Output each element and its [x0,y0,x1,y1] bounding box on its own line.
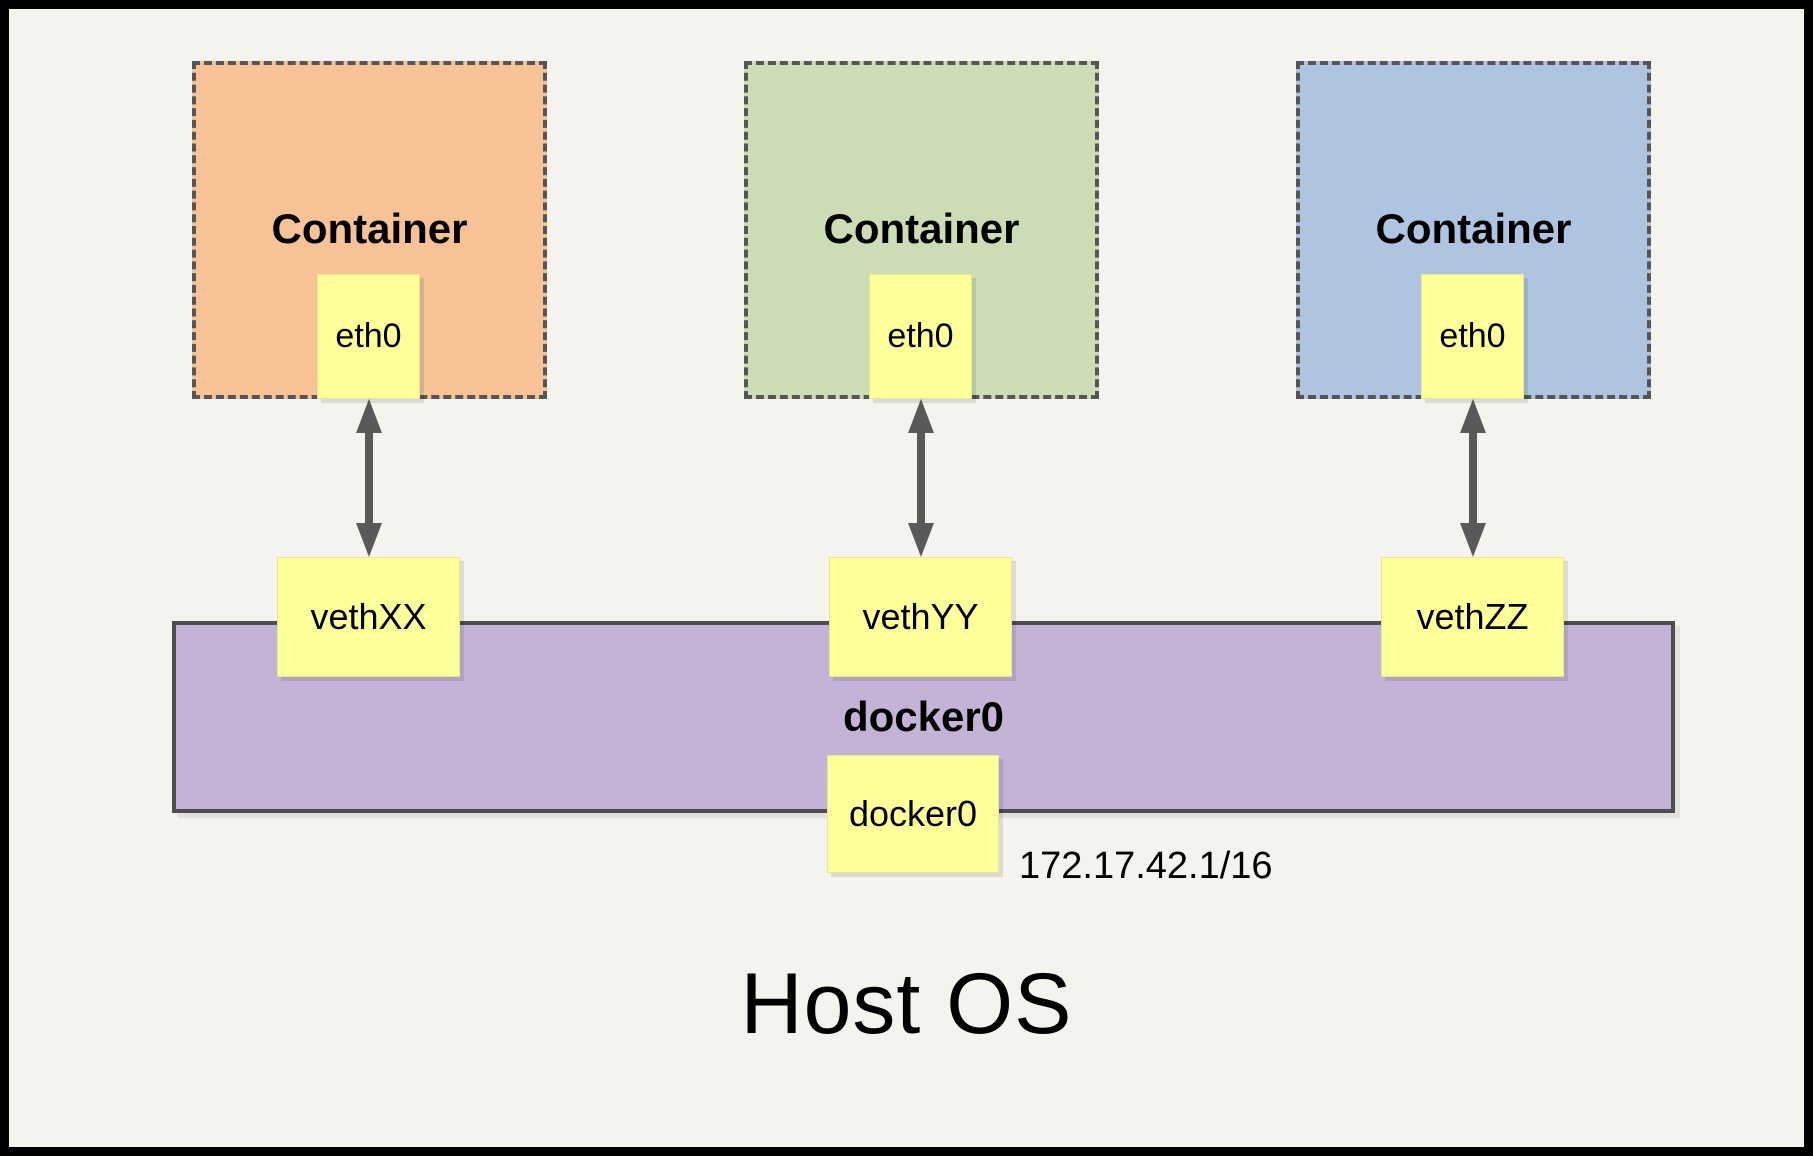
connection-arrow-2 [906,399,936,557]
veth-label-3: vethZZ [1416,596,1529,637]
veth-box-2: vethYY [829,557,1012,677]
container-title-3: Container [1375,205,1572,252]
docker0-interface-label: docker0 [848,793,978,834]
eth0-label-1: eth0 [335,317,402,355]
eth0-interface-box-2: eth0 [869,274,972,399]
veth-label-2: vethYY [862,596,979,637]
container-title-1: Container [271,205,468,252]
docker0-bridge-label: docker0 [842,693,1005,740]
connection-arrow-1 [354,399,384,557]
eth0-label-3: eth0 [1439,317,1506,355]
veth-box-1: vethXX [277,557,460,677]
docker0-interface-box: docker0 [827,755,999,873]
connection-arrow-3 [1458,399,1488,557]
docker0-ip-label: 172.17.42.1/16 [1019,845,1273,887]
eth0-interface-box-3: eth0 [1421,274,1524,399]
veth-label-1: vethXX [310,596,427,637]
container-title-2: Container [823,205,1020,252]
eth0-label-2: eth0 [887,317,954,355]
veth-box-3: vethZZ [1381,557,1564,677]
eth0-interface-box-1: eth0 [317,274,420,399]
host-os-label: Host OS [740,956,1073,1052]
